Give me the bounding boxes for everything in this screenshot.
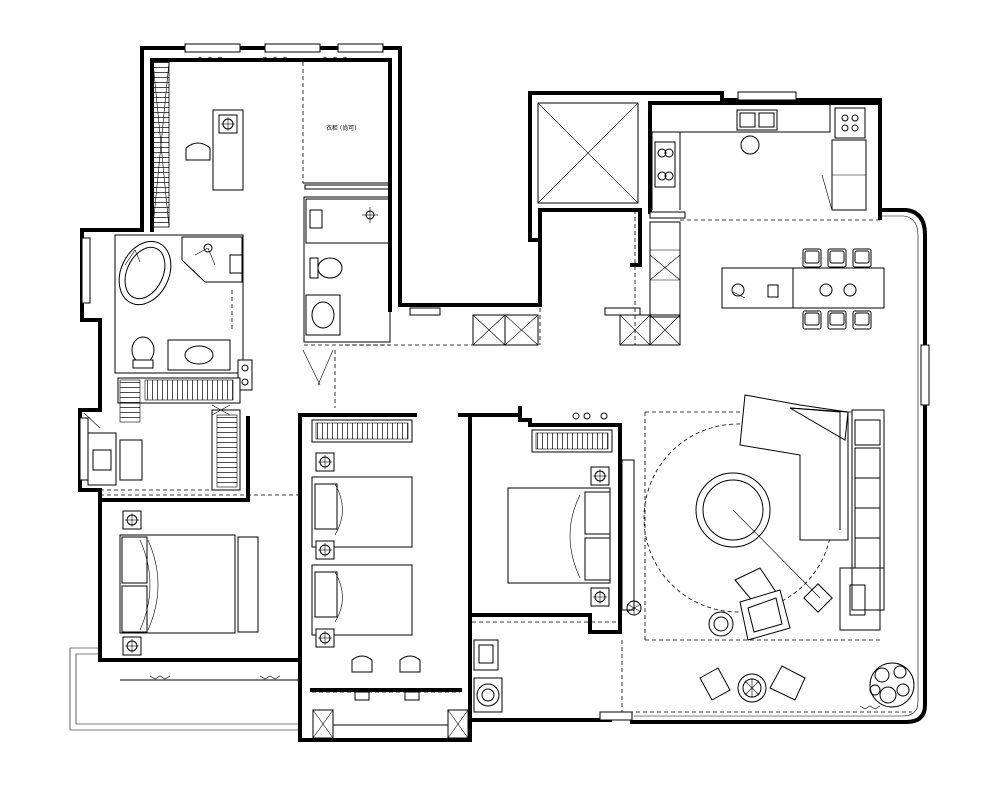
study: 衣柜 (尚可) <box>150 58 392 232</box>
balcony <box>473 639 915 721</box>
living-room <box>643 394 885 641</box>
windows <box>79 43 930 481</box>
bathroom-2 <box>303 58 392 346</box>
curtains <box>149 56 881 710</box>
master-bedroom <box>98 413 302 681</box>
second-bedroom <box>468 406 642 634</box>
master-bath <box>114 234 253 391</box>
walk-in-closet <box>83 377 241 491</box>
entry-cabinets <box>302 210 681 408</box>
kitchen <box>528 101 882 267</box>
closet-label: 衣柜 (尚可) <box>326 124 357 132</box>
dining <box>721 248 885 330</box>
kids-bedroom <box>298 413 472 739</box>
